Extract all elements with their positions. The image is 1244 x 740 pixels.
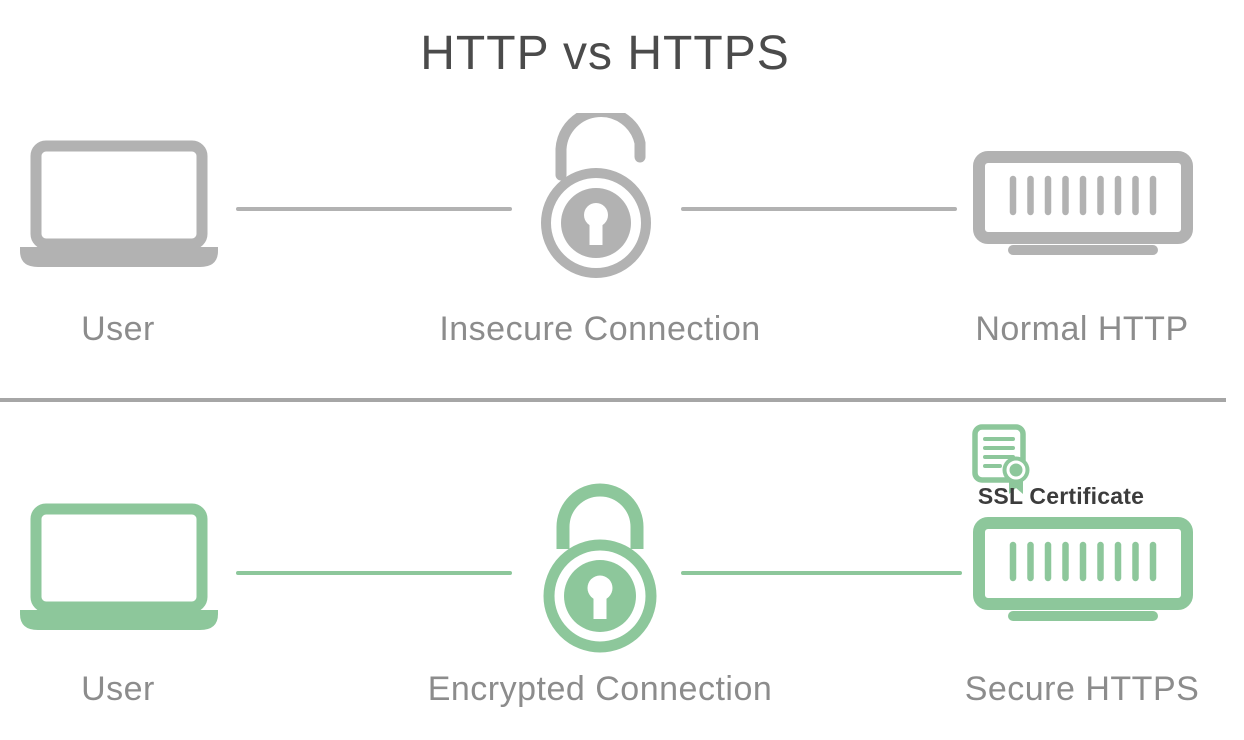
server-icon xyxy=(973,151,1193,255)
connection-line xyxy=(236,207,512,211)
secure-https-label: Secure HTTPS xyxy=(964,670,1200,708)
open-padlock-icon xyxy=(541,113,651,278)
laptop-icon xyxy=(20,140,218,267)
laptop-icon xyxy=(20,503,218,630)
connection-line xyxy=(236,571,512,575)
connection-line xyxy=(681,207,957,211)
encrypted-connection-label: Encrypted Connection xyxy=(427,670,773,708)
closed-padlock-icon xyxy=(543,483,657,653)
user-label: User xyxy=(81,310,155,348)
ssl-certificate-icon xyxy=(972,424,1030,494)
row-divider xyxy=(0,398,1226,402)
server-icon xyxy=(973,517,1193,621)
user-label: User xyxy=(81,670,155,708)
insecure-connection-label: Insecure Connection xyxy=(439,310,761,348)
page-title: HTTP vs HTTPS xyxy=(420,27,790,80)
connection-line xyxy=(681,571,962,575)
normal-http-label: Normal HTTP xyxy=(975,310,1189,348)
ssl-certificate-label: SSL Certificate xyxy=(977,483,1145,509)
